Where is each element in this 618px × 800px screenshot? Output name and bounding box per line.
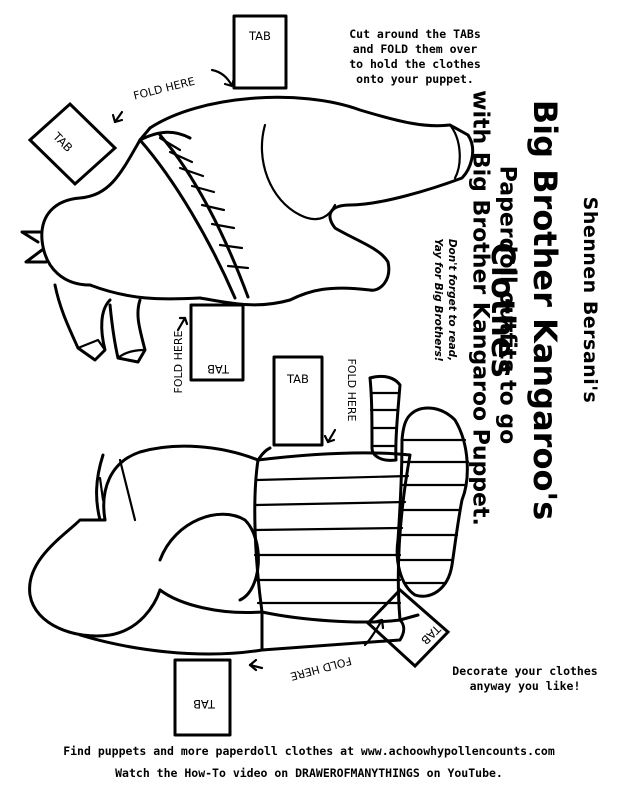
fold-here-label-side: FOLD HERE	[172, 331, 185, 394]
page-title: Big Brother Kangaroo's Clothes	[484, 99, 564, 521]
footer-line-1: Find puppets and more paperdoll clothes …	[63, 744, 555, 758]
tab-label-bottom: TAB	[207, 362, 230, 376]
subtitle-line-1: Paperdoll outfits to go	[494, 165, 520, 445]
striped-outfit-garment	[28, 355, 470, 737]
fold-here-label-top: FOLD HERE	[132, 75, 196, 103]
fold-here-label-bottom: FOLD HERE	[289, 654, 353, 683]
tab-label-top: TAB	[248, 29, 271, 43]
fold-arrows-top	[111, 68, 236, 332]
fold-here-label-right: FOLD HERE	[345, 359, 358, 422]
fold-arrows-bottom	[248, 428, 385, 672]
tab-label-left: TAB	[49, 129, 75, 155]
tab-label-bottom-top: TAB	[286, 372, 309, 386]
decorate-instructions: Decorate your clothes anyway you like!	[452, 664, 598, 693]
cut-fold-instructions: Cut around the TABs and FOLD them over t…	[349, 27, 481, 86]
sweater-garment	[20, 14, 475, 382]
reminder-line-1: Don't forget to read,	[446, 238, 458, 362]
footer-line-2: Watch the How-To video on DRAWEROFMANYTH…	[115, 766, 503, 780]
subtitle-line-2: with Big Brother Kangaroo Puppet.	[467, 90, 493, 526]
reminder-line-2: Yay for Big Brothers!	[432, 238, 444, 362]
tab-label-bottom-left: TAB	[193, 697, 216, 711]
author-name: Shennen Bersani's	[579, 196, 601, 404]
